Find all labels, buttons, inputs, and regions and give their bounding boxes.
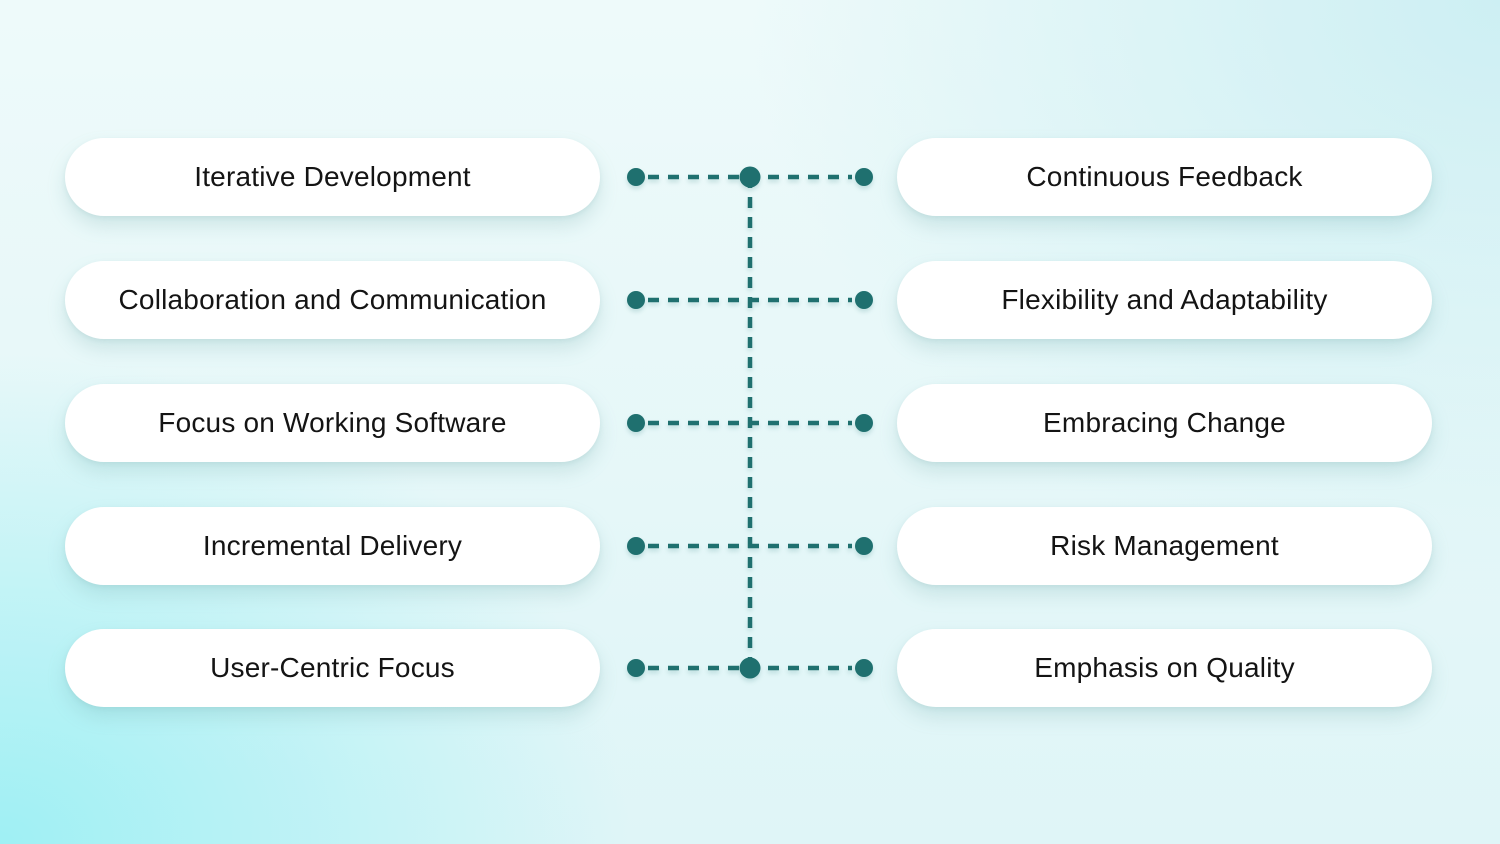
concept-pill-left: Incremental Delivery xyxy=(65,507,600,585)
concept-pill-right: Continuous Feedback xyxy=(897,138,1432,216)
diagram-row: Incremental Delivery Risk Management xyxy=(0,507,1500,585)
concept-pill-left: User-Centric Focus xyxy=(65,629,600,707)
concept-pill-right: Risk Management xyxy=(897,507,1432,585)
concept-pill-right: Flexibility and Adaptability xyxy=(897,261,1432,339)
diagram-row: Focus on Working Software Embracing Chan… xyxy=(0,384,1500,462)
concept-pill-left: Iterative Development xyxy=(65,138,600,216)
concept-pill-left: Focus on Working Software xyxy=(65,384,600,462)
diagram-row: Iterative Development Continuous Feedbac… xyxy=(0,138,1500,216)
diagram-row: User-Centric Focus Emphasis on Quality xyxy=(0,629,1500,707)
diagram-row: Collaboration and Communication Flexibil… xyxy=(0,261,1500,339)
concept-pill-right: Embracing Change xyxy=(897,384,1432,462)
concept-pill-right: Emphasis on Quality xyxy=(897,629,1432,707)
concept-pill-left: Collaboration and Communication xyxy=(65,261,600,339)
